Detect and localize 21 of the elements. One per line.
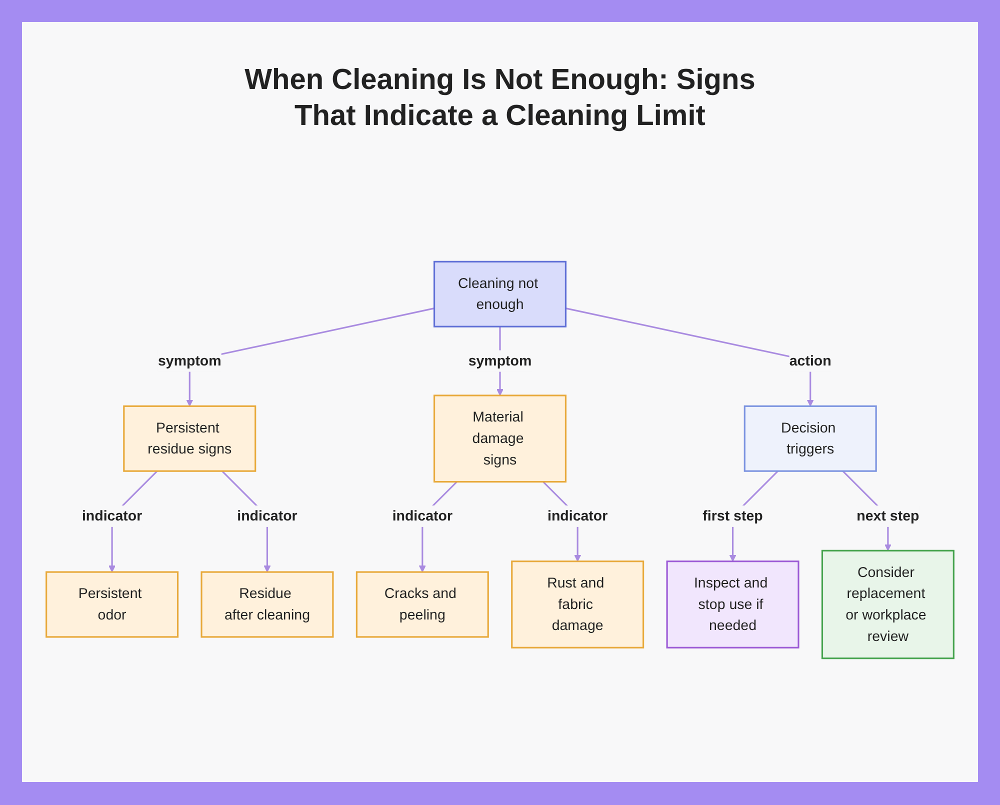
edge-label: indicator — [392, 508, 452, 524]
node-box: Residue after cleaning — [200, 571, 334, 638]
node-box: Material damage signs — [434, 394, 566, 483]
edge-label: indicator — [548, 508, 608, 524]
diagram-title: When Cleaning Is Not Enough: Signs That Indicate a Cleaning Limit — [244, 63, 756, 134]
node-box: Cracks and peeling — [356, 571, 489, 638]
node-box: Consider replacement or workplace review — [821, 550, 954, 660]
edge-label: next step — [856, 508, 920, 524]
edge-label: action — [789, 352, 832, 369]
node-box: Persistent residue signs — [123, 405, 256, 472]
node-box: Cleaning not enough — [434, 260, 566, 328]
node-box: Persistent odor — [46, 571, 179, 638]
edge-label: indicator — [82, 508, 142, 524]
edge-label: first step — [702, 508, 763, 524]
arrow — [566, 308, 814, 406]
node-box: Inspect and stop use if needed — [666, 560, 800, 648]
edge-label: symptom — [158, 352, 222, 369]
node-box: Rust and fabric damage — [511, 560, 644, 648]
edge-label: indicator — [237, 508, 298, 524]
node-box: Decision triggers — [744, 405, 877, 472]
edge-label: symptom — [468, 352, 532, 369]
